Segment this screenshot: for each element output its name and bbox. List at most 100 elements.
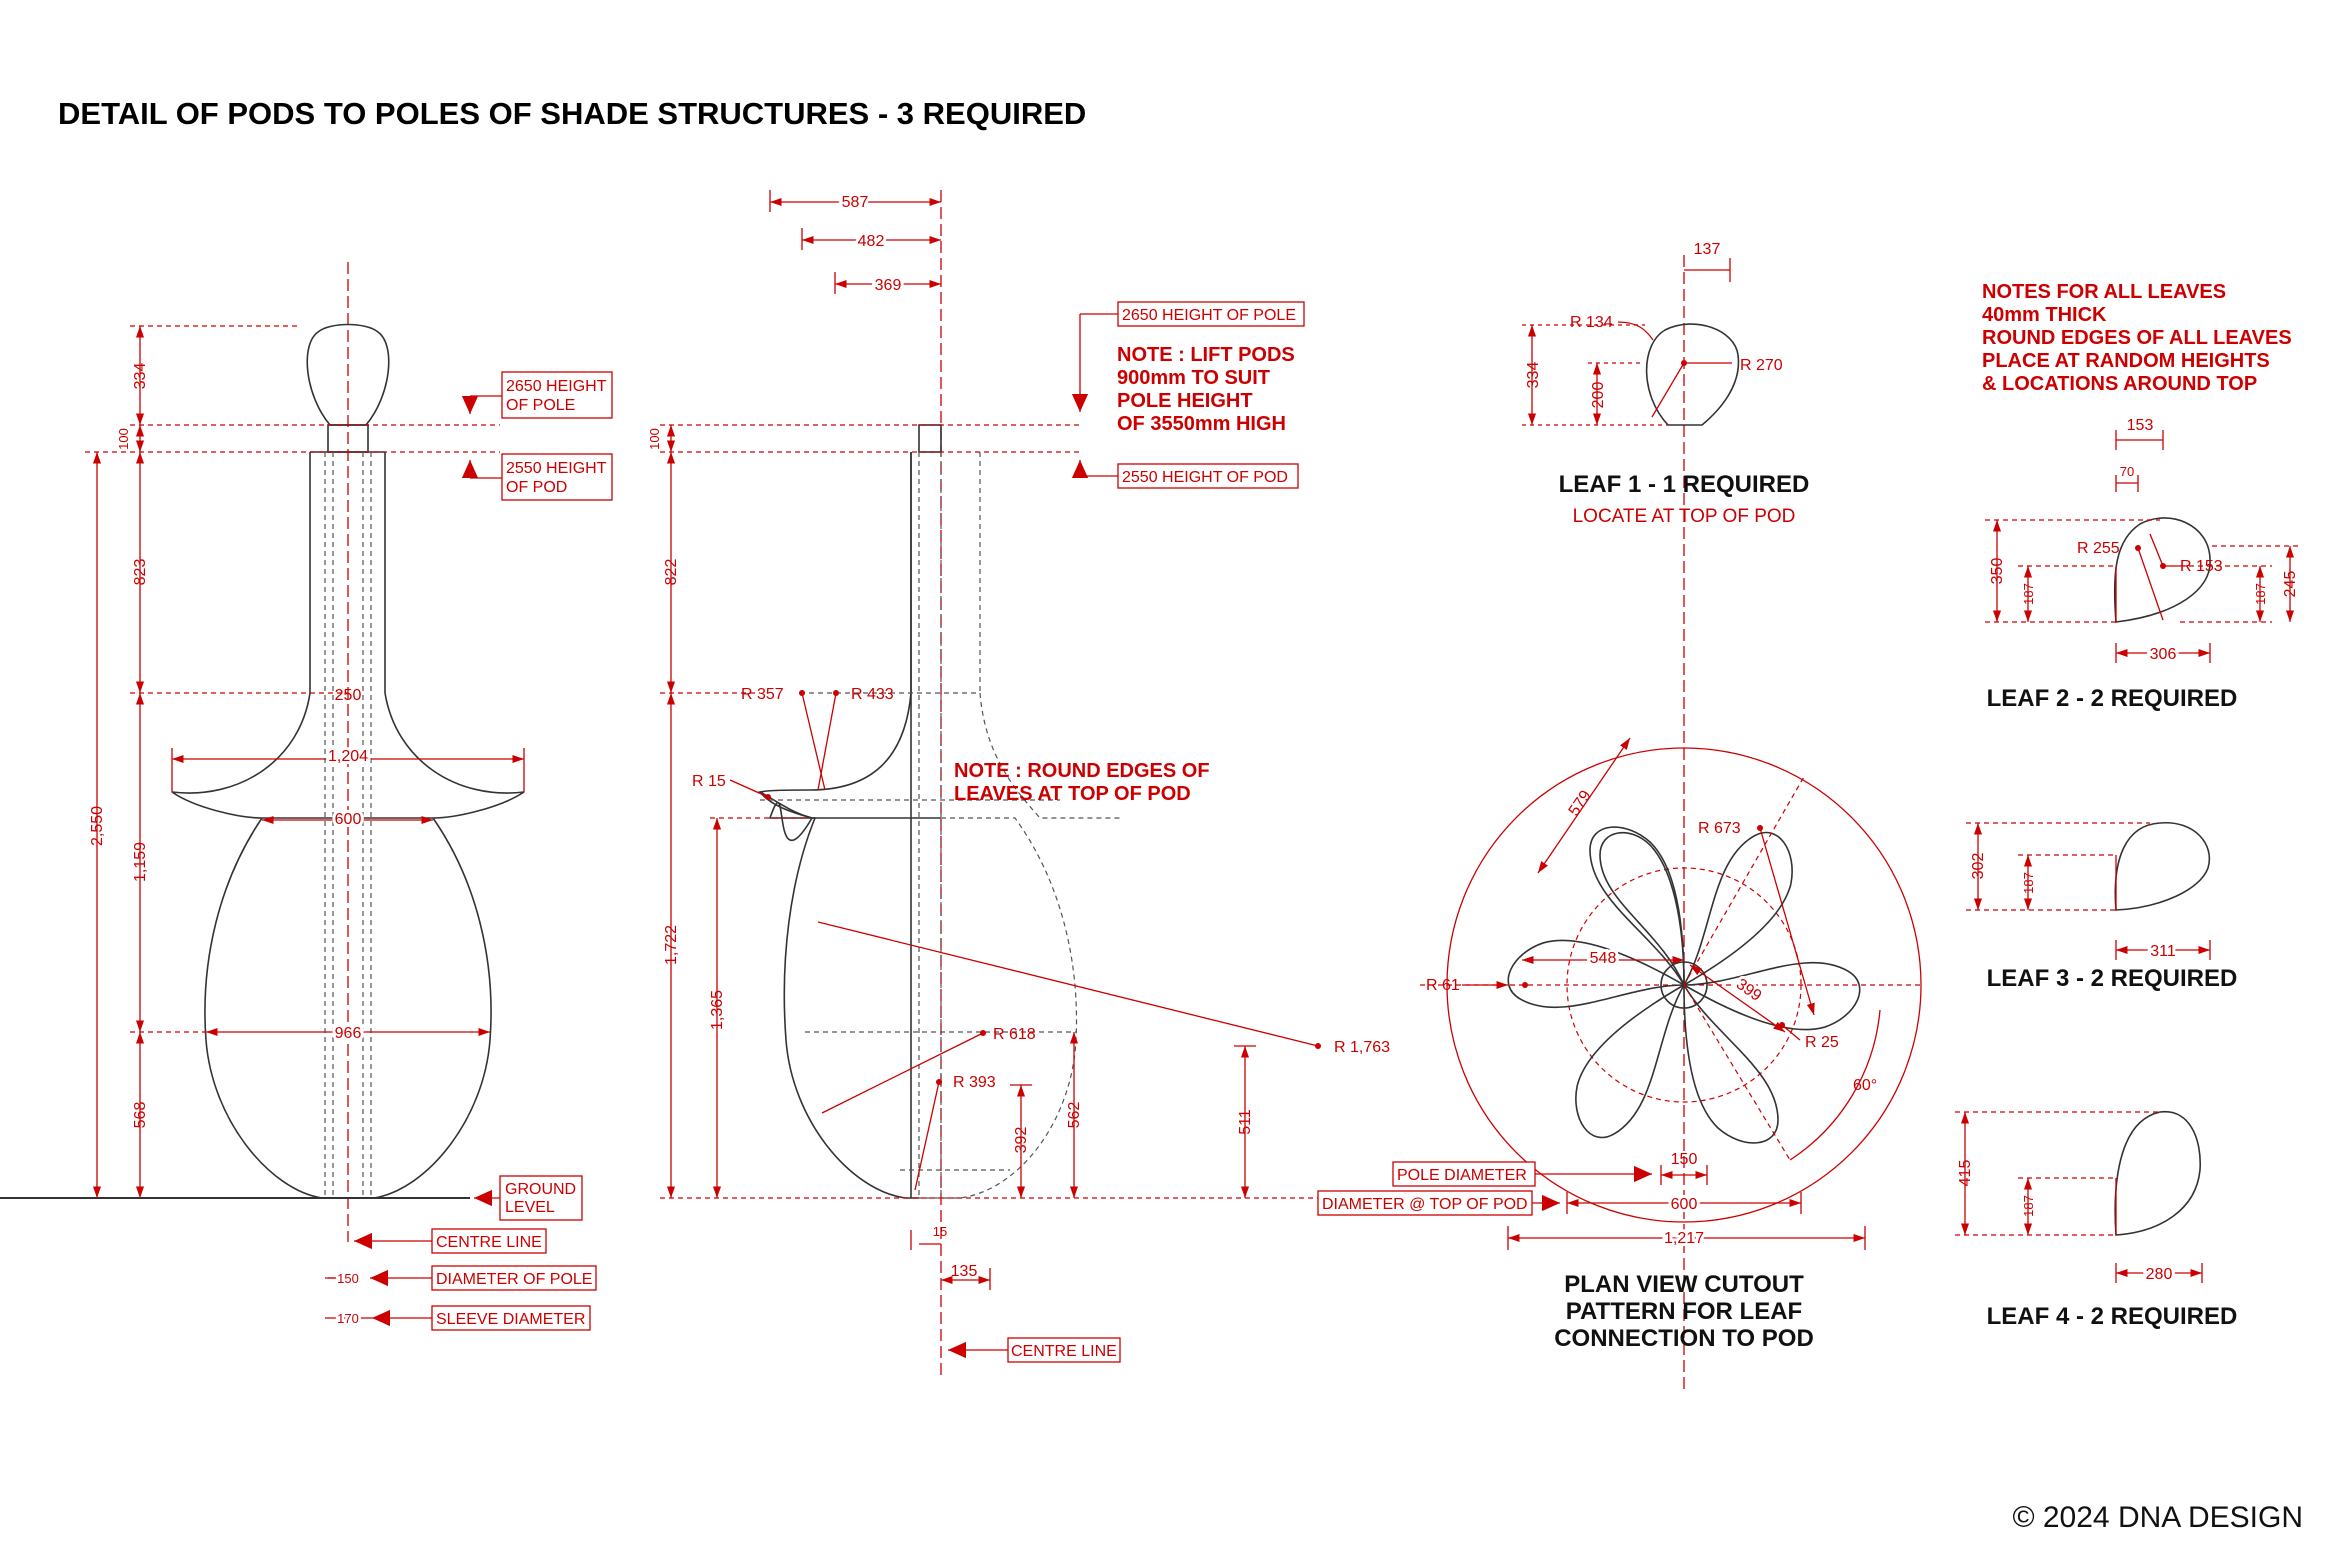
leaf1-subtitle: LOCATE AT TOP OF POD (1573, 506, 1796, 527)
note-lift-line1: NOTE : LIFT PODS (1117, 344, 1295, 366)
drawing-title: DETAIL OF PODS TO POLES OF SHADE STRUCTU… (58, 96, 1086, 131)
svg-text:CENTRE LINE: CENTRE LINE (1011, 1343, 1117, 1360)
copyright: © 2024 DNA DESIGN (2012, 1501, 2303, 1534)
pod-section-right (919, 817, 1078, 1199)
svg-text:OF POLE: OF POLE (506, 397, 575, 414)
note-round-line2: LEAVES AT TOP OF POD (954, 783, 1191, 805)
leaf2-dim-70: 70 (2120, 464, 2134, 479)
v1-label-sleeve-diameter (431, 1305, 591, 1331)
v1-dim-334: 334 (132, 363, 149, 390)
svg-text:PLACE AT RANDOM HEIGHTS: PLACE AT RANDOM HEIGHTS (1982, 350, 2270, 372)
svg-text:SLEEVE DIAMETER: SLEEVE DIAMETER (436, 1311, 585, 1328)
svg-text:2650 HEIGHT OF POLE: 2650 HEIGHT OF POLE (1122, 307, 1296, 324)
view2-section: 587 482 369 100 822 1,722 (647, 190, 1390, 1380)
v2-dim-369: 369 (875, 277, 902, 294)
v1-dim-150: 150 (337, 1271, 359, 1286)
v2-label-pole-height (1117, 301, 1305, 327)
leaf4-shape (2114, 1111, 2201, 1236)
svg-text:& LOCATIONS AROUND TOP: & LOCATIONS AROUND TOP (1982, 373, 2257, 395)
v1-dim-1204: 1,204 (328, 748, 368, 765)
v2-radius-433: R 433 (851, 686, 894, 703)
svg-text:GROUND: GROUND (505, 1181, 576, 1198)
leaf4-dim-187: 187 (2021, 1195, 2036, 1217)
svg-text:40mm THICK: 40mm THICK (1982, 304, 2107, 326)
v1-label-pod-height (501, 453, 613, 501)
leaf2-dim-187: 187 (2021, 583, 2036, 605)
v1-dim-966: 966 (335, 1025, 362, 1042)
plan-radius-61: R 61 (1426, 977, 1460, 994)
v2-dim-392: 392 (1013, 1127, 1030, 1154)
leaf2-detail: 153 70 R 255 R 153 350 187 187 245 306 L… (1985, 417, 2300, 712)
plan-radius-673: R 673 (1698, 820, 1741, 837)
note-round-line1: NOTE : ROUND EDGES OF (954, 760, 1210, 782)
leaf2-title: LEAF 2 - 2 REQUIRED (1987, 685, 2238, 712)
plan-view-cutout: 579 R 673 548 R 61 399 R 25 60° 150 POLE… (1317, 737, 1922, 1352)
leaf2-dim-350: 350 (1989, 558, 2006, 585)
v2-radius-357: R 357 (741, 686, 784, 703)
svg-text:2550 HEIGHT: 2550 HEIGHT (506, 460, 607, 477)
plan-title-line2: PATTERN FOR LEAF (1566, 1298, 1802, 1325)
v1-dim-600: 600 (335, 811, 362, 828)
leaf4-title: LEAF 4 - 2 REQUIRED (1987, 1303, 2238, 1330)
v2-label-pod-height (1117, 463, 1299, 489)
plan-dim-600: 600 (1671, 1196, 1698, 1213)
v2-dim-15: 15 (933, 1224, 947, 1239)
notes-for-leaves: NOTES FOR ALL LEAVES 40mm THICK ROUND ED… (1982, 281, 2292, 395)
plan-angle-60: 60° (1853, 1077, 1877, 1094)
view1-front-elevation: 334 100 823 1,159 568 2,550 250 1,204 60… (0, 262, 613, 1331)
v1-dim-568: 568 (132, 1102, 149, 1129)
v2-radius-393: R 393 (953, 1074, 996, 1091)
v2-dim-822: 822 (663, 559, 680, 586)
v2-dim-562: 562 (1066, 1102, 1083, 1129)
v2-label-centre-line (1007, 1337, 1121, 1363)
leaf2-radius-255: R 255 (2077, 540, 2120, 557)
v2-dim-482: 482 (858, 233, 885, 250)
svg-text:2650 HEIGHT: 2650 HEIGHT (506, 378, 607, 395)
leaf4-dim-415: 415 (1957, 1160, 1974, 1187)
plan-dim-548: 548 (1590, 950, 1617, 967)
v2-dim-100: 100 (647, 428, 662, 450)
leaf3-detail: 302 187 311 LEAF 3 - 2 REQUIRED (1966, 822, 2238, 992)
leaf2-dim-187b: 187 (2253, 583, 2268, 605)
pod-section-left (757, 452, 919, 1199)
v1-dim-2550: 2,550 (89, 806, 106, 846)
leaf1-title: LEAF 1 - 1 REQUIRED (1559, 471, 1810, 498)
svg-text:CENTRE LINE: CENTRE LINE (436, 1234, 542, 1251)
leaf4-detail: 415 187 280 LEAF 4 - 2 REQUIRED (1955, 1111, 2238, 1330)
v1-dim-1159: 1,159 (132, 842, 149, 882)
plan-dim-150: 150 (1671, 1151, 1698, 1168)
leaf1-dim-200: 200 (1590, 382, 1607, 409)
v2-dim-135: 135 (951, 1263, 978, 1280)
leaf1-shape (1645, 323, 1740, 426)
finial-ball (306, 323, 390, 426)
svg-text:DIAMETER @ TOP OF POD: DIAMETER @ TOP OF POD (1322, 1196, 1528, 1213)
svg-text:POLE DIAMETER: POLE DIAMETER (1397, 1167, 1527, 1184)
svg-text:DIAMETER OF POLE: DIAMETER OF POLE (436, 1271, 592, 1288)
leaf3-shape (2114, 822, 2211, 911)
plan-dim-399: 399 (1733, 976, 1765, 1005)
v1-label-centre-line (431, 1228, 547, 1254)
svg-text:LEVEL: LEVEL (505, 1199, 555, 1216)
leaf3-dim-302: 302 (1970, 853, 1987, 880)
svg-text:2550 HEIGHT OF POD: 2550 HEIGHT OF POD (1122, 469, 1288, 486)
v1-label-ground-level (499, 1175, 583, 1221)
leaf3-dim-187: 187 (2021, 872, 2036, 894)
note-lift-line4: OF 3550mm HIGH (1117, 413, 1286, 435)
v2-dim-511: 511 (1237, 1109, 1254, 1135)
leaf1-radius-134: R 134 (1570, 314, 1613, 331)
plan-label-pole-diameter (1392, 1161, 1536, 1187)
plan-dim-1217: 1,217 (1664, 1230, 1704, 1247)
leaf2-shape (2113, 517, 2211, 623)
v2-radius-15: R 15 (692, 773, 726, 790)
v2-radius-1763: R 1,763 (1334, 1039, 1390, 1056)
leaf2-dim-245: 245 (2282, 571, 2299, 598)
note-lift-line3: POLE HEIGHT (1117, 390, 1253, 412)
leaf3-title: LEAF 3 - 2 REQUIRED (1987, 965, 2238, 992)
v1-label-pole-diameter (431, 1265, 597, 1291)
note-lift-line2: 900mm TO SUIT (1117, 367, 1270, 389)
v1-label-pole-height (501, 371, 613, 419)
plan-dim-579: 579 (1566, 788, 1595, 820)
v1-dim-170: 170 (337, 1311, 359, 1326)
pod-body (204, 817, 492, 1199)
